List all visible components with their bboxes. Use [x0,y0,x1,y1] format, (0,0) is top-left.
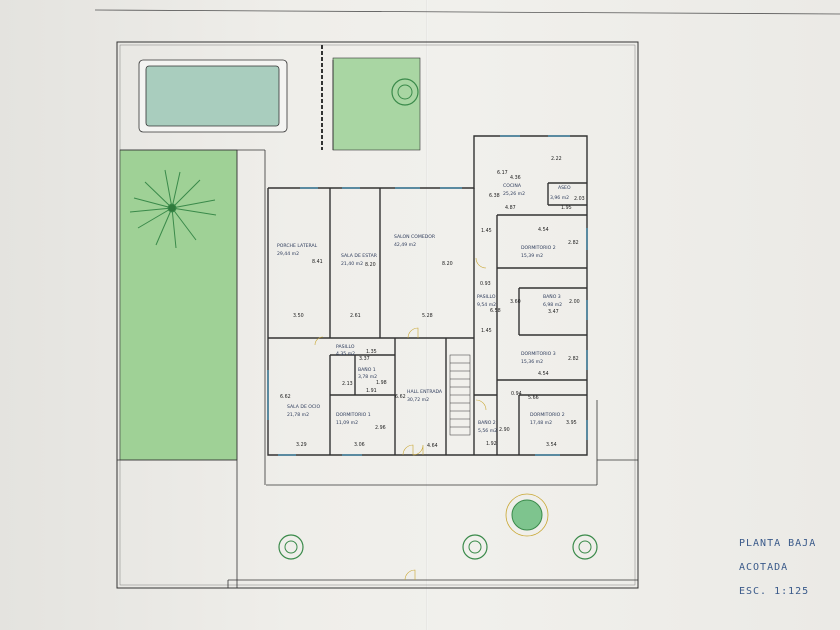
room-area: 15,36 m2 [521,359,543,365]
lawn-left [119,149,238,461]
room-name: BAÑO 2 [478,419,496,426]
room-area: 30,72 m2 [407,397,429,403]
shrub-2 [462,534,488,560]
room-area: 21,40 m2 [341,261,363,267]
dim-label: 5.66 [528,395,539,401]
dim-label: 0.94 [511,391,522,397]
door-swings [314,257,487,581]
dim-label: 2.82 [568,240,579,246]
room-area: 4,35 m2 [336,351,355,357]
dimension-labels: 8.41 8.20 8.20 3.50 2.61 5.28 6.17 4.36 … [280,156,585,449]
dim-label: 3.95 [566,420,577,426]
room-name: DORMITORIO 2 [530,412,565,418]
dim-label: 1.35 [366,349,377,355]
room-area: 42,49 m2 [394,242,416,248]
dim-label: 2.82 [568,356,579,362]
dim-label: 1.91 [366,388,377,394]
dim-label: 4.87 [505,205,516,211]
dim-label: 4.54 [538,227,549,233]
dim-label: 3.06 [354,442,365,448]
dim-label: 8.41 [312,259,323,265]
dim-label: 4.36 [510,175,521,181]
room-name: PASILLO [477,294,496,300]
lawn-top [332,57,421,151]
dim-label: 2.96 [375,425,386,431]
dim-label: 4.64 [427,443,438,449]
dim-label: 3.54 [546,442,557,448]
dim-label: 5.28 [422,313,433,319]
room-area: 9,54 m2 [477,302,496,308]
room-labels: PORCHE LATERAL 29,44 m2 SALA DE ESTAR 21… [277,183,571,434]
dim-label: 2.90 [499,427,510,433]
dim-label: 0.93 [480,281,491,287]
room-area: 3,96 m2 [550,195,569,201]
shrub-1 [278,534,304,560]
room-name: BAÑO 1 [358,366,376,373]
dim-label: 6.17 [497,170,508,176]
dim-label: 8.20 [365,262,376,268]
title-scale: ESC. 1:125 [739,586,810,597]
dim-label: 2.03 [574,196,585,202]
title-plan-name: PLANTA BAJA [739,538,817,549]
dim-label: 4.54 [538,371,549,377]
room-name: SALON COMEDOR [394,234,436,240]
dim-label: 1.95 [561,205,572,211]
room-name: BAÑO 3 [543,293,561,300]
paper-fold [426,0,428,630]
round-fountain [505,493,549,537]
room-name: PORCHE LATERAL [277,243,318,249]
pool-water [145,65,280,127]
room-name: DORMITORIO 3 [521,351,556,357]
shrub-top [391,78,419,106]
room-area: 6,98 m2 [543,302,562,308]
dim-label: 3.47 [548,309,559,315]
room-area: 5,56 m2 [478,428,497,434]
dim-label: 8.20 [442,261,453,267]
dim-label: 1.92 [486,441,497,447]
dim-label: 6.62 [395,394,406,400]
room-area: 17,48 m2 [530,420,552,426]
room-name: HALL ENTRADA [407,389,443,395]
room-area: 3,78 m2 [358,374,377,380]
room-name: SALA DE ESTAR [341,253,378,259]
dim-label: 6.38 [489,193,500,199]
dim-label: 6.62 [280,394,291,400]
room-name: SALA DE OCIO [287,404,320,410]
staircase [449,354,471,436]
room-name: DORMITORIO 2 [521,245,556,251]
building-walls [267,135,588,456]
palm-tree [129,169,217,249]
dim-label: 3.60 [510,299,521,305]
dim-label: 3.37 [359,356,370,362]
room-name: DORMITORIO 1 [336,412,371,418]
shrub-3 [572,534,598,560]
room-area: 21,78 m2 [287,412,309,418]
room-name: ASEO [558,185,571,191]
dim-label: 1.45 [481,328,492,334]
room-area: 25,26 m2 [503,191,525,197]
dim-label: 2.22 [551,156,562,162]
dim-label: 2.00 [569,299,580,305]
dim-label: 2.61 [350,313,361,319]
dim-label: 1.45 [481,228,492,234]
room-area: 11,09 m2 [336,420,358,426]
room-area: 29,44 m2 [277,251,299,257]
dim-label: 6.58 [490,308,501,314]
title-subtitle: ACOTADA [739,562,789,573]
plot-boundary [116,41,639,589]
windows [267,135,588,456]
room-name: COCINA [503,183,522,189]
dim-label: 2.13 [342,381,353,387]
room-area: 15,39 m2 [521,253,543,259]
dim-label: 3.50 [293,313,304,319]
dim-label: 1.98 [376,380,387,386]
sheet-edge-line [94,9,840,15]
room-name: PASILLO [336,344,355,350]
dim-label: 3.29 [296,442,307,448]
